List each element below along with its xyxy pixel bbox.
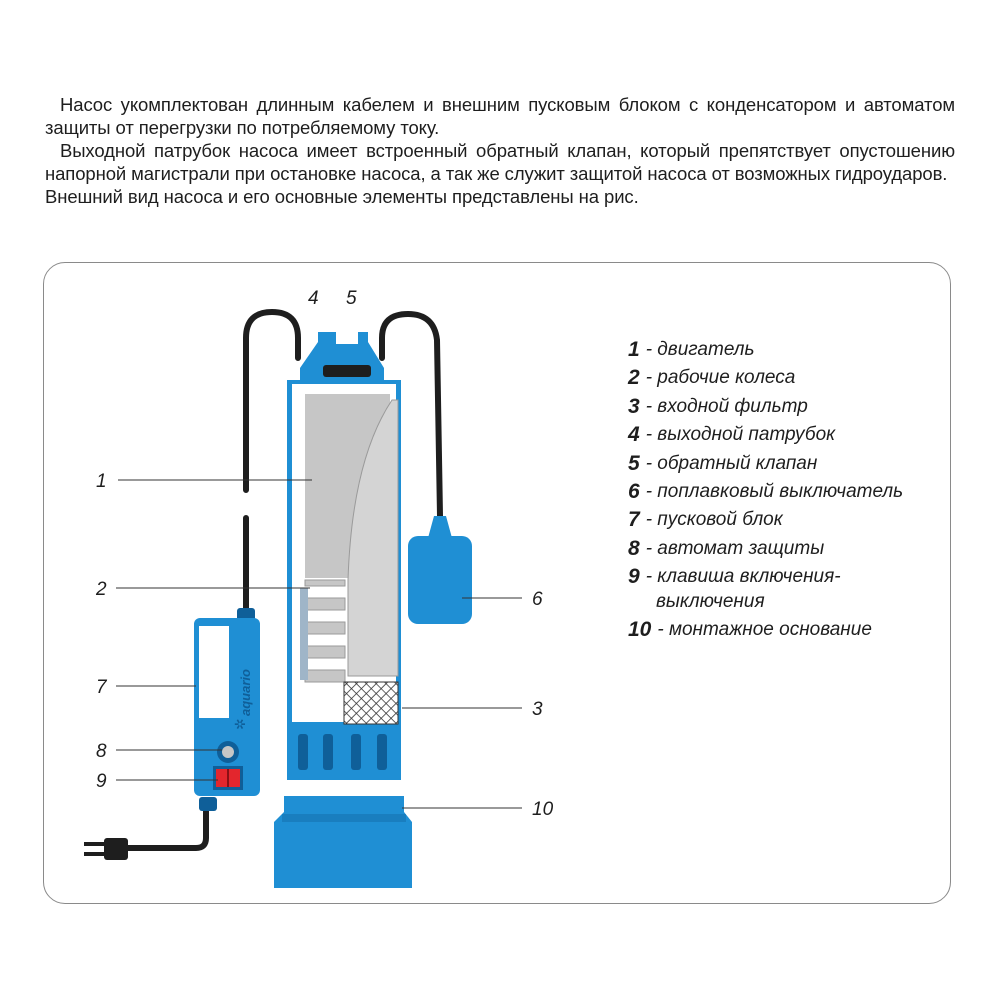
legend-number: 3 (628, 394, 640, 418)
callout-2: 2 (95, 579, 107, 600)
legend-item: 1- двигатель (628, 336, 948, 364)
legend-item: 3- входной фильтр (628, 393, 948, 421)
legend-text: выключения (656, 590, 765, 612)
legend-number: 6 (628, 480, 640, 504)
impellers (300, 579, 346, 683)
legend-number: 1 (628, 338, 640, 361)
brand-logo: aquario (238, 669, 253, 716)
legend-text: - поплавковый выключатель (645, 481, 904, 503)
intro-text: Насос укомплектован длинным кабелем и вн… (45, 93, 955, 208)
legend-text: - входной фильтр (645, 395, 808, 417)
callout-3: 3 (532, 699, 543, 720)
intro-paragraph-1: Насос укомплектован длинным кабелем и вн… (45, 94, 955, 138)
callout-7: 7 (96, 677, 108, 698)
callout-10: 10 (532, 799, 554, 820)
callout-9: 9 (96, 771, 107, 792)
legend-number: 7 (628, 508, 640, 532)
legend-number: 9 (628, 565, 640, 589)
legend-item: 9- клавиша включения- (628, 563, 948, 591)
check-valve (323, 365, 371, 377)
callout-1: 1 (96, 471, 107, 492)
legend-item: 2- рабочие колеса (628, 364, 948, 392)
inlet-filter (343, 681, 399, 725)
legend-item: 6- поплавковый выключатель (628, 478, 948, 506)
intro-paragraph-3: Внешний вид насоса и его основные элемен… (45, 186, 639, 207)
legend-item: 7- пусковой блок (628, 506, 948, 534)
legend-item-continuation: выключения (628, 588, 948, 616)
legend-text: - автомат защиты (645, 537, 825, 559)
legend-number: 10 (628, 618, 652, 642)
outlet-nozzle (300, 324, 384, 380)
legend-text: - клавиша включения- (645, 566, 841, 588)
legend-text: - монтажное основание (657, 619, 872, 641)
legend-text: - рабочие колеса (645, 367, 796, 389)
legend-text: - пусковой блок (645, 509, 783, 531)
legend-item: 5- обратный клапан (628, 450, 948, 478)
power-plug (84, 838, 128, 860)
legend-number: 8 (628, 536, 640, 560)
legend-item: 4- выходной патрубок (628, 421, 948, 449)
diagram-panel (43, 262, 951, 904)
legend-text: - выходной патрубок (645, 424, 836, 446)
power-cable-left (243, 308, 301, 615)
brand-star-icon: ✲ (233, 718, 249, 730)
callout-4: 4 (308, 288, 319, 309)
intro-paragraph-2: Выходной патрубок насоса имеет встроенны… (45, 140, 955, 184)
plug-cable (122, 805, 209, 851)
legend-item: 10- монтажное основание (628, 616, 948, 644)
callout-5: 5 (346, 288, 357, 309)
mounting-base (274, 796, 412, 888)
float-switch (408, 516, 472, 624)
callout-8: 8 (96, 741, 107, 762)
legend-text: - двигатель (645, 339, 755, 360)
float-cable (379, 310, 443, 519)
callout-numbers: 1 2 3 4 5 6 7 8 9 10 (95, 288, 554, 820)
legend-text: - обратный клапан (645, 452, 818, 474)
callout-6: 6 (532, 589, 543, 610)
legend-number: 5 (628, 451, 640, 475)
legend: 1- двигатель 2- рабочие колеса 3- входно… (628, 336, 948, 644)
legend-number: 4 (628, 423, 640, 447)
legend-number: 2 (628, 366, 640, 390)
legend-item: 8- автомат защиты (628, 535, 948, 563)
leader-lines (116, 479, 522, 809)
starter-box: aquario ✲ (194, 608, 260, 811)
